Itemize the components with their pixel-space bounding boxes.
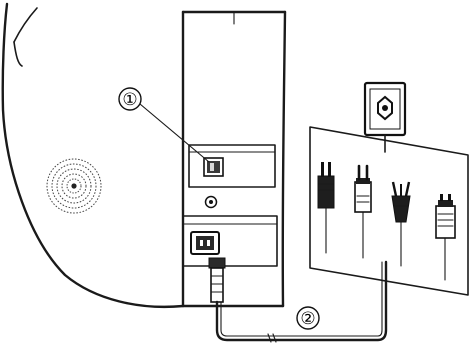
callout-1-label: ①: [122, 90, 137, 109]
plug-types-panel: [309, 126, 469, 296]
wall-outlet-icon: [363, 81, 407, 153]
callout-2-label: ②: [300, 309, 315, 328]
callout-2: ②: [296, 306, 320, 330]
machine-side-panel: [181, 10, 287, 308]
callout-1: ①: [118, 87, 210, 163]
screw-icon: [204, 195, 218, 209]
power-switch[interactable]: [203, 157, 224, 177]
power-inlet-panel: [182, 215, 278, 267]
machine-plug: [208, 257, 226, 303]
plug-type-d-icon: [435, 194, 456, 281]
power-cord: [215, 260, 388, 343]
plug-type-a-icon: [317, 162, 335, 254]
plug-type-b-icon: [354, 164, 372, 259]
plug-type-c-icon: [391, 181, 411, 267]
speaker-grille-icon: [46, 158, 102, 214]
power-switch-panel: [188, 144, 276, 188]
machine-body: [1, 2, 185, 309]
power-inlet-socket[interactable]: [190, 231, 220, 255]
